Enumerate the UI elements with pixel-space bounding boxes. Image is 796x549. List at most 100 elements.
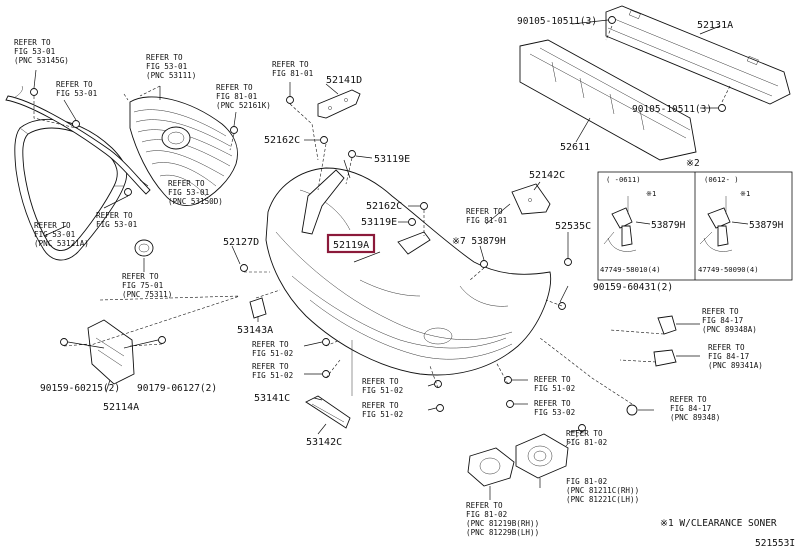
clip-53143A-drawing <box>249 297 267 319</box>
refer-line: FIG 75-01 <box>122 281 164 290</box>
refer-line: REFER TO <box>466 207 503 216</box>
inset-box: ※2 ( -0611) (0612- ) ※1 ※1 53879H 53879H… <box>597 158 793 281</box>
refer-line: FIG 53-01 <box>146 62 188 71</box>
label-52131A: 52131A <box>697 20 733 31</box>
refer-line: (PNC 53145G) <box>14 56 69 65</box>
refer-line: FIG 81-01 <box>216 92 258 101</box>
fog-lamp-cover-drawing <box>467 447 515 487</box>
spoiler-drawing <box>305 395 351 429</box>
refer-line: (PNC 89348A) <box>702 325 757 334</box>
refer-line: REFER TO <box>534 399 571 408</box>
refer-line: REFER TO <box>146 53 183 62</box>
bumper-reinforcement-drawing <box>605 5 791 105</box>
refer-line: FIG 51-02 <box>534 384 575 393</box>
refer-line: FIG 53-01 <box>56 89 98 98</box>
label-90159-60431: 90159-60431(2) <box>593 282 673 293</box>
label-53119E-a: 53119E <box>374 154 410 165</box>
refer-line: REFER TO <box>708 343 745 352</box>
footer-note: ※1 W/CLEARANCE SONER <box>660 518 777 529</box>
label-52127D: 52127D <box>223 237 259 248</box>
refer-line: FIG 81-01 <box>466 216 508 225</box>
refer-line: (PNC 81221C(LH)) <box>566 495 639 504</box>
retainer-drawing <box>301 169 431 255</box>
refer-line: FIG 51-02 <box>362 410 403 419</box>
refer-line: REFER TO <box>34 221 71 230</box>
highlight-box <box>326 233 376 254</box>
label-53142C: 53142C <box>306 437 342 448</box>
diagram-code: 521553I <box>755 538 795 549</box>
inset-right-num: 47749-50090(4) <box>698 265 759 274</box>
refer-line: FIG 51-02 <box>252 349 293 358</box>
refer-line: REFER TO <box>362 377 399 386</box>
grille-molding-drawing <box>5 85 151 195</box>
refer-line: (PNC 53150D) <box>168 197 223 206</box>
refer-line: (PNC 89341A) <box>708 361 763 370</box>
inset-left-range: ( -0611) <box>606 175 641 184</box>
refer-line: FIG 81-02 <box>566 477 607 486</box>
label-52162C-b: 52162C <box>366 201 402 212</box>
refer-line: (PNC 52161K) <box>216 101 271 110</box>
label-53879H-main: ※7 53879H <box>452 236 506 247</box>
refer-line: REFER TO <box>96 211 133 220</box>
refer-line: FIG 51-02 <box>252 371 293 380</box>
inset-mark: ※2 <box>686 158 700 169</box>
refer-r21: FIG 81-02(PNC 81211C(RH))(PNC 81221C(LH)… <box>566 477 639 504</box>
inset-right-small: ※1 <box>740 189 750 198</box>
refer-line: REFER TO <box>122 272 159 281</box>
refer-line: (PNC 53121A) <box>34 239 89 248</box>
refer-line: REFER TO <box>466 501 503 510</box>
refer-line: FIG 84-17 <box>670 404 711 413</box>
label-52114A: 52114A <box>103 402 139 413</box>
grille-frame-drawing <box>14 118 128 261</box>
inset-left-part: 53879H <box>651 220 686 231</box>
refer-line: (PNC 81219B(RH)) <box>466 519 539 528</box>
bumper-cover-drawing <box>265 167 552 396</box>
emblem-drawing <box>134 239 154 257</box>
inset-right-part: 53879H <box>749 220 784 231</box>
label-53143A: 53143A <box>237 325 273 336</box>
fasteners-drawing <box>30 16 726 432</box>
license-bracket-drawing <box>87 319 135 385</box>
refer-line: REFER TO <box>252 340 289 349</box>
inset-right-range: (0612- ) <box>704 175 739 184</box>
refer-line: (PNC 89348) <box>670 413 720 422</box>
grille-insert-drawing <box>129 96 238 206</box>
label-52142C: 52142C <box>529 170 565 181</box>
label-90179-06127: 90179-06127(2) <box>137 383 217 394</box>
leader-lines <box>33 19 731 500</box>
refer-line: FIG 84-17 <box>702 316 743 325</box>
refer-line: FIG 53-02 <box>534 408 575 417</box>
label-52119A: 52119A <box>333 240 369 251</box>
fog-lamp-drawing <box>515 433 569 479</box>
refer-line: REFER TO <box>702 307 739 316</box>
refer-line: REFER TO <box>670 395 707 404</box>
inset-left-num: 47749-58010(4) <box>600 265 661 274</box>
refer-line: REFER TO <box>272 60 309 69</box>
label-52141D: 52141D <box>326 75 362 86</box>
refer-line: REFER TO <box>14 38 51 47</box>
sensor-clips-drawing <box>626 315 677 416</box>
label-53141C: 53141C <box>254 393 290 404</box>
bracket-52142C-drawing <box>511 183 551 215</box>
refer-line: REFER TO <box>56 80 93 89</box>
refer-line: FIG 81-02 <box>566 438 607 447</box>
inset-left-small: ※1 <box>646 189 656 198</box>
refer-line: (PNC 53111) <box>146 71 196 80</box>
refer-line: REFER TO <box>566 429 603 438</box>
refer-line: FIG 81-02 <box>466 510 507 519</box>
